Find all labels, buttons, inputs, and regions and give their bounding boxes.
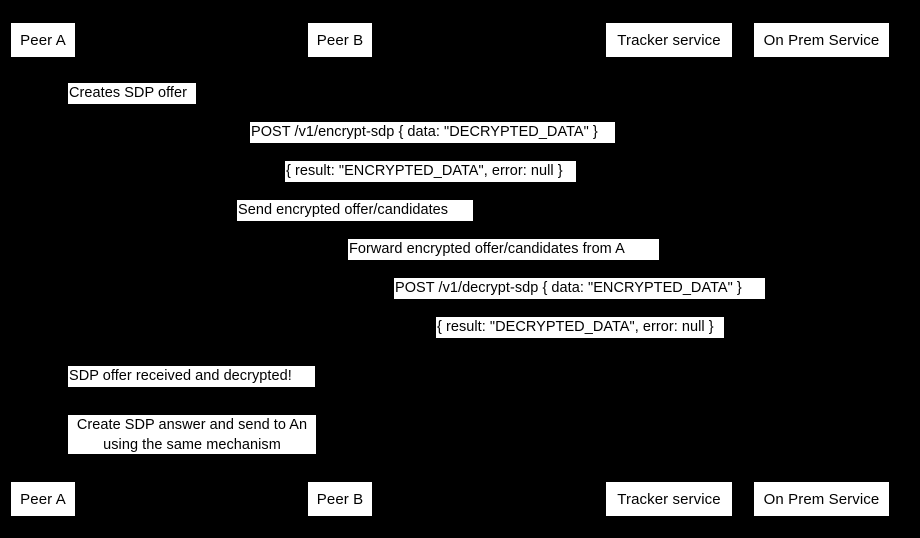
message-send-encrypted-offer: Send encrypted offer/candidates bbox=[237, 200, 473, 221]
message-result-encrypted-data: { result: "ENCRYPTED_DATA", error: null … bbox=[285, 161, 576, 182]
participant-footer-peer-a-label: Peer A bbox=[20, 490, 66, 508]
message-create-sdp-answer: Create SDP answer and send to An using t… bbox=[68, 415, 316, 454]
participant-footer-peer-b-label: Peer B bbox=[316, 490, 364, 508]
participant-header-tracker-service[interactable]: Tracker service bbox=[605, 22, 733, 58]
participant-footer-peer-a[interactable]: Peer A bbox=[10, 481, 76, 517]
participant-footer-on-prem-service[interactable]: On Prem Service bbox=[753, 481, 890, 517]
message-post-encrypt-sdp: POST /v1/encrypt-sdp { data: "DECRYPTED_… bbox=[250, 122, 615, 143]
message-post-decrypt-sdp: POST /v1/decrypt-sdp { data: "ENCRYPTED_… bbox=[394, 278, 765, 299]
message-result-decrypted-data: { result: "DECRYPTED_DATA", error: null … bbox=[436, 317, 724, 338]
participant-footer-tracker-service-label: Tracker service bbox=[617, 490, 721, 508]
lifeline-on-prem-service bbox=[821, 58, 822, 481]
message-creates-sdp-offer: Creates SDP offer bbox=[68, 83, 196, 104]
lifeline-peer-b bbox=[340, 58, 341, 481]
lifeline-tracker-service bbox=[669, 58, 670, 481]
message-forward-encrypted-offer: Forward encrypted offer/candidates from … bbox=[348, 239, 659, 260]
participant-footer-on-prem-service-label: On Prem Service bbox=[763, 490, 880, 508]
participant-header-peer-b[interactable]: Peer B bbox=[307, 22, 373, 58]
participant-footer-tracker-service[interactable]: Tracker service bbox=[605, 481, 733, 517]
participant-header-peer-b-label: Peer B bbox=[316, 31, 364, 49]
participant-header-tracker-service-label: Tracker service bbox=[617, 31, 721, 49]
message-sdp-offer-received: SDP offer received and decrypted! bbox=[68, 366, 315, 387]
participant-header-peer-a[interactable]: Peer A bbox=[10, 22, 76, 58]
participant-header-on-prem-service[interactable]: On Prem Service bbox=[753, 22, 890, 58]
participant-header-on-prem-service-label: On Prem Service bbox=[763, 31, 880, 49]
lifeline-peer-a bbox=[43, 58, 44, 481]
participant-footer-peer-b[interactable]: Peer B bbox=[307, 481, 373, 517]
participant-header-peer-a-label: Peer A bbox=[20, 31, 66, 49]
